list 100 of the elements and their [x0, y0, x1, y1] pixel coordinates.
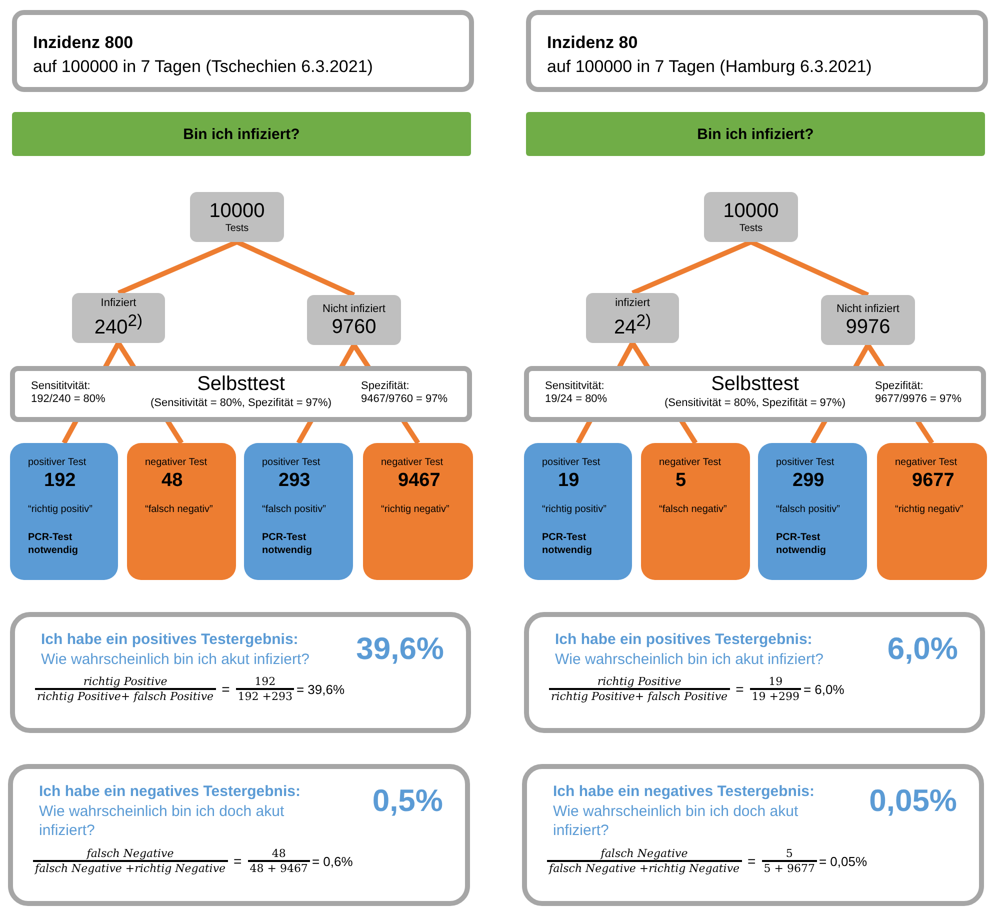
count-box: [72, 293, 165, 343]
incidence-subtitle: auf 100000 in 7 Tagen (Tschechien 6.3.2021): [33, 57, 374, 77]
count-label: Nicht infiziert: [836, 302, 900, 316]
count-label: Tests: [225, 222, 249, 234]
count-number: 9760: [332, 316, 376, 338]
formula-denominator: 192 +293: [236, 688, 294, 703]
result-card: [877, 443, 987, 580]
formula-result: = 0,05%: [818, 854, 868, 868]
formula-numerator: 192: [254, 675, 277, 688]
count-box: [704, 192, 798, 242]
probability-card: [522, 764, 984, 906]
probability-value: 6,0%: [887, 631, 958, 667]
result-count: 9677: [912, 470, 954, 492]
incidence-title: Inzidenz 80: [547, 33, 639, 53]
question-heading: Ich habe ein positives Testergebnis:: [41, 631, 298, 648]
equals-sign: =: [736, 681, 744, 697]
test-result-label: positiver Test: [28, 457, 88, 468]
question-text: Wie wahrscheinlich bin ich doch akut infiziert?: [39, 802, 286, 840]
note-text: PCR-Test notwendig: [542, 531, 593, 557]
test-result-label: negativer Test: [659, 457, 722, 468]
count-label: infiziert: [615, 297, 650, 310]
incidence-title: Inzidenz 800: [33, 33, 134, 53]
test-result-label: positiver Test: [776, 457, 836, 468]
formula-denominator: richtig Positive+ falsch Positive: [549, 688, 730, 703]
formula-numerator: 48: [270, 847, 287, 860]
formula-numerator: falsch Negative: [599, 847, 689, 860]
result-card: [363, 443, 473, 580]
count-box: [586, 293, 679, 343]
count-box: [307, 295, 401, 345]
result-count: 293: [278, 470, 310, 492]
result-count: 19: [558, 470, 580, 492]
formula-denominator: richtig Positive+ falsch Positive: [35, 688, 216, 703]
sensitivity-text: Sensititvität: 192/240 = 80%: [31, 380, 106, 406]
count-number: 10000: [723, 200, 779, 222]
result-card: [524, 443, 632, 580]
count-box: [821, 295, 915, 345]
result-type: “falsch negativ”: [145, 504, 214, 515]
band-title: Selbsttest: [711, 373, 799, 396]
probability-value: 0,5%: [372, 783, 443, 819]
question-text: Wie wahrscheinlich bin ich akut infiziert?: [555, 650, 824, 669]
formula-numerator: richtig Positive: [596, 675, 682, 688]
test-result-label: negativer Test: [895, 457, 958, 468]
count-number: 9976: [846, 316, 890, 338]
equals-sign: =: [222, 681, 230, 697]
question-heading: Ich habe ein positives Testergebnis:: [555, 631, 812, 648]
banner-text: Bin ich infiziert?: [183, 126, 300, 142]
result-count: 9467: [398, 470, 440, 492]
result-type: “falsch negativ”: [659, 504, 728, 515]
count-number: 10000: [209, 200, 265, 222]
question-banner: [526, 112, 985, 156]
result-count: 192: [44, 470, 76, 492]
result-card: [758, 443, 867, 580]
count-box: [190, 192, 284, 242]
probability-value: 39,6%: [356, 631, 444, 667]
count-number: 24$^{2)}$: [614, 310, 652, 339]
specificity-text: Spezifität: 9467/9760 = 97%: [361, 380, 449, 406]
test-result-label: negativer Test: [145, 457, 208, 468]
question-text: Wie wahrscheinlich bin ich akut infiziert?: [41, 650, 310, 669]
test-result-label: positiver Test: [542, 457, 602, 468]
test-result-label: positiver Test: [262, 457, 322, 468]
count-number: 240$^{2)}$: [94, 310, 143, 339]
connector-line: [750, 240, 870, 298]
probability-value: 0,05%: [869, 783, 957, 819]
connector-line: [118, 240, 238, 296]
formula-result: = 6,0%: [803, 682, 844, 696]
formula-numerator: richtig Positive: [82, 675, 168, 688]
result-type: “richtig negativ”: [381, 504, 450, 515]
connector-line: [236, 240, 356, 298]
incidence-subtitle: auf 100000 in 7 Tagen (Hamburg 6.3.2021): [547, 57, 873, 77]
band-subtitle: (Sensitivität = 80%, Spezifität = 97%): [664, 397, 846, 409]
formula-denominator: falsch Negative +richtig Negative: [547, 860, 742, 875]
question-text: Wie wahrscheinlich bin ich doch akut infiziert?: [553, 802, 800, 840]
question-heading: Ich habe ein negatives Testergebnis:: [553, 783, 814, 800]
count-label: Tests: [739, 222, 763, 234]
header-card: [12, 10, 474, 92]
question-heading: Ich habe ein negatives Testergebnis:: [39, 783, 300, 800]
header-card: [526, 10, 988, 92]
formula-result: = 39,6%: [296, 682, 345, 696]
result-card: [10, 443, 118, 580]
formula-denominator: 19 +299: [750, 688, 802, 703]
result-card: [641, 443, 750, 580]
result-count: 5: [676, 470, 686, 492]
band-subtitle: (Sensitivität = 80%, Spezifität = 97%): [150, 397, 332, 409]
formula-result: = 0,6%: [312, 854, 353, 868]
formula-numerator: 19: [768, 675, 784, 688]
formula-denominator: 48 + 9467: [248, 860, 310, 875]
result-card: [244, 443, 353, 580]
sensitivity-text: Sensititvität: 19/24 = 80%: [545, 380, 608, 406]
result-count: 48: [162, 470, 183, 492]
note-text: PCR-Test notwendig: [262, 531, 313, 557]
result-type: “richtig negativ”: [895, 504, 964, 515]
probability-card: [10, 612, 471, 733]
formula-denominator: 5 + 9677: [762, 860, 817, 875]
result-type: “falsch positiv”: [776, 504, 841, 515]
result-type: “richtig positiv”: [542, 504, 608, 515]
banner-text: Bin ich infiziert?: [697, 126, 814, 142]
result-type: “falsch positiv”: [262, 504, 327, 515]
connector-line: [632, 240, 752, 296]
equals-sign: =: [748, 853, 756, 869]
test-result-label: negativer Test: [381, 457, 444, 468]
